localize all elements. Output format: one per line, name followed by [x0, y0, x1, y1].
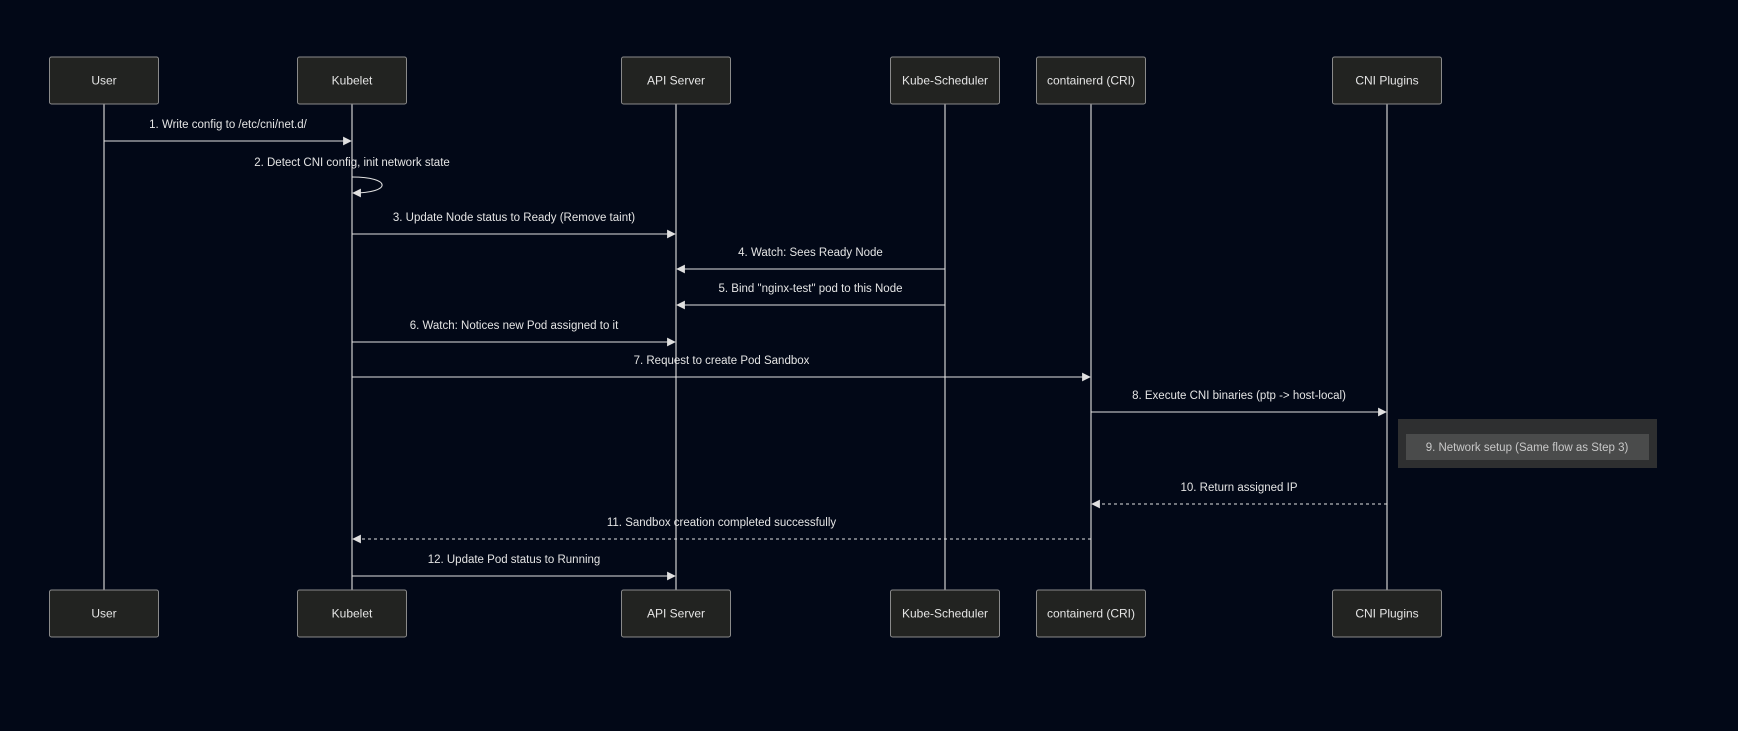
message-label: 5. Bind "nginx-test" pod to this Node: [719, 283, 903, 295]
message-11: 12. Update Pod status to Running: [352, 554, 676, 581]
message-label: 10. Return assigned IP: [1181, 482, 1298, 494]
message-label: 11. Sandbox creation completed successfu…: [607, 517, 837, 529]
actor-label: Kube-Scheduler: [902, 607, 988, 621]
actor-cni-top: CNI Plugins: [1332, 56, 1442, 105]
message-9: 10. Return assigned IP: [1091, 482, 1387, 509]
actor-box: [49, 56, 159, 105]
message-7: 7. Request to create Pod Sandbox: [352, 355, 1091, 382]
actor-label: Kubelet: [332, 607, 373, 621]
actor-containerd-top: containerd (CRI): [1036, 56, 1146, 105]
actor-box: [297, 589, 407, 638]
message-8: 8. Execute CNI binaries (ptp -> host-loc…: [1091, 390, 1387, 417]
message-label: 8. Execute CNI binaries (ptp -> host-loc…: [1132, 390, 1346, 402]
actor-label: CNI Plugins: [1355, 74, 1418, 88]
message-3: 3. Update Node status to Ready (Remove t…: [352, 212, 676, 239]
message-4: 4. Watch: Sees Ready Node: [676, 247, 945, 274]
actor-box: [621, 589, 731, 638]
message-label: 4. Watch: Sees Ready Node: [738, 247, 883, 259]
actor-apiserver-top: API Server: [621, 56, 731, 105]
note-box: [1406, 434, 1649, 460]
message-label: 6. Watch: Notices new Pod assigned to it: [410, 320, 619, 332]
note-network-setup: 9. Network setup (Same flow as Step 3): [1398, 419, 1657, 468]
actor-label: User: [91, 607, 116, 621]
message-label: 3. Update Node status to Ready (Remove t…: [393, 212, 635, 224]
actor-label: containerd (CRI): [1047, 607, 1135, 621]
actor-label: API Server: [647, 74, 705, 88]
actor-user-bottom: User: [49, 589, 159, 638]
actor-scheduler-top: Kube-Scheduler: [890, 56, 1000, 105]
message-1: 1. Write config to /etc/cni/net.d/: [104, 119, 352, 146]
message-label: 1. Write config to /etc/cni/net.d/: [149, 119, 307, 131]
message-6: 6. Watch: Notices new Pod assigned to it: [352, 320, 676, 347]
actor-label: CNI Plugins: [1355, 607, 1418, 621]
note-label: 9. Network setup (Same flow as Step 3): [1426, 442, 1629, 454]
actor-box: [1332, 56, 1442, 105]
actor-cni-bottom: CNI Plugins: [1332, 589, 1442, 638]
actor-box: [890, 56, 1000, 105]
message-10: 11. Sandbox creation completed successfu…: [352, 517, 1091, 544]
actor-label: containerd (CRI): [1047, 74, 1135, 88]
actor-kubelet-top: Kubelet: [297, 56, 407, 105]
actor-box: [297, 56, 407, 105]
actor-kubelet-bottom: Kubelet: [297, 589, 407, 638]
actor-apiserver-bottom: API Server: [621, 589, 731, 638]
actor-label: Kubelet: [332, 74, 373, 88]
actor-label: API Server: [647, 607, 705, 621]
actor-containerd-bottom: containerd (CRI): [1036, 589, 1146, 638]
actor-box: [1036, 56, 1146, 105]
message-line: [351, 176, 383, 198]
actor-box: [49, 589, 159, 638]
message-label: 2. Detect CNI config, init network state: [254, 157, 450, 169]
actor-box: [890, 589, 1000, 638]
actor-label: User: [91, 74, 116, 88]
message-label: 12. Update Pod status to Running: [428, 554, 601, 566]
actor-user-top: User: [49, 56, 159, 105]
actor-box: [1036, 589, 1146, 638]
message-label: 7. Request to create Pod Sandbox: [634, 355, 810, 367]
actor-label: Kube-Scheduler: [902, 74, 988, 88]
actor-scheduler-bottom: Kube-Scheduler: [890, 589, 1000, 638]
actor-box: [621, 56, 731, 105]
message-5: 5. Bind "nginx-test" pod to this Node: [676, 283, 945, 310]
actor-box: [1332, 589, 1442, 638]
message-2: 2. Detect CNI config, init network state: [254, 157, 450, 198]
